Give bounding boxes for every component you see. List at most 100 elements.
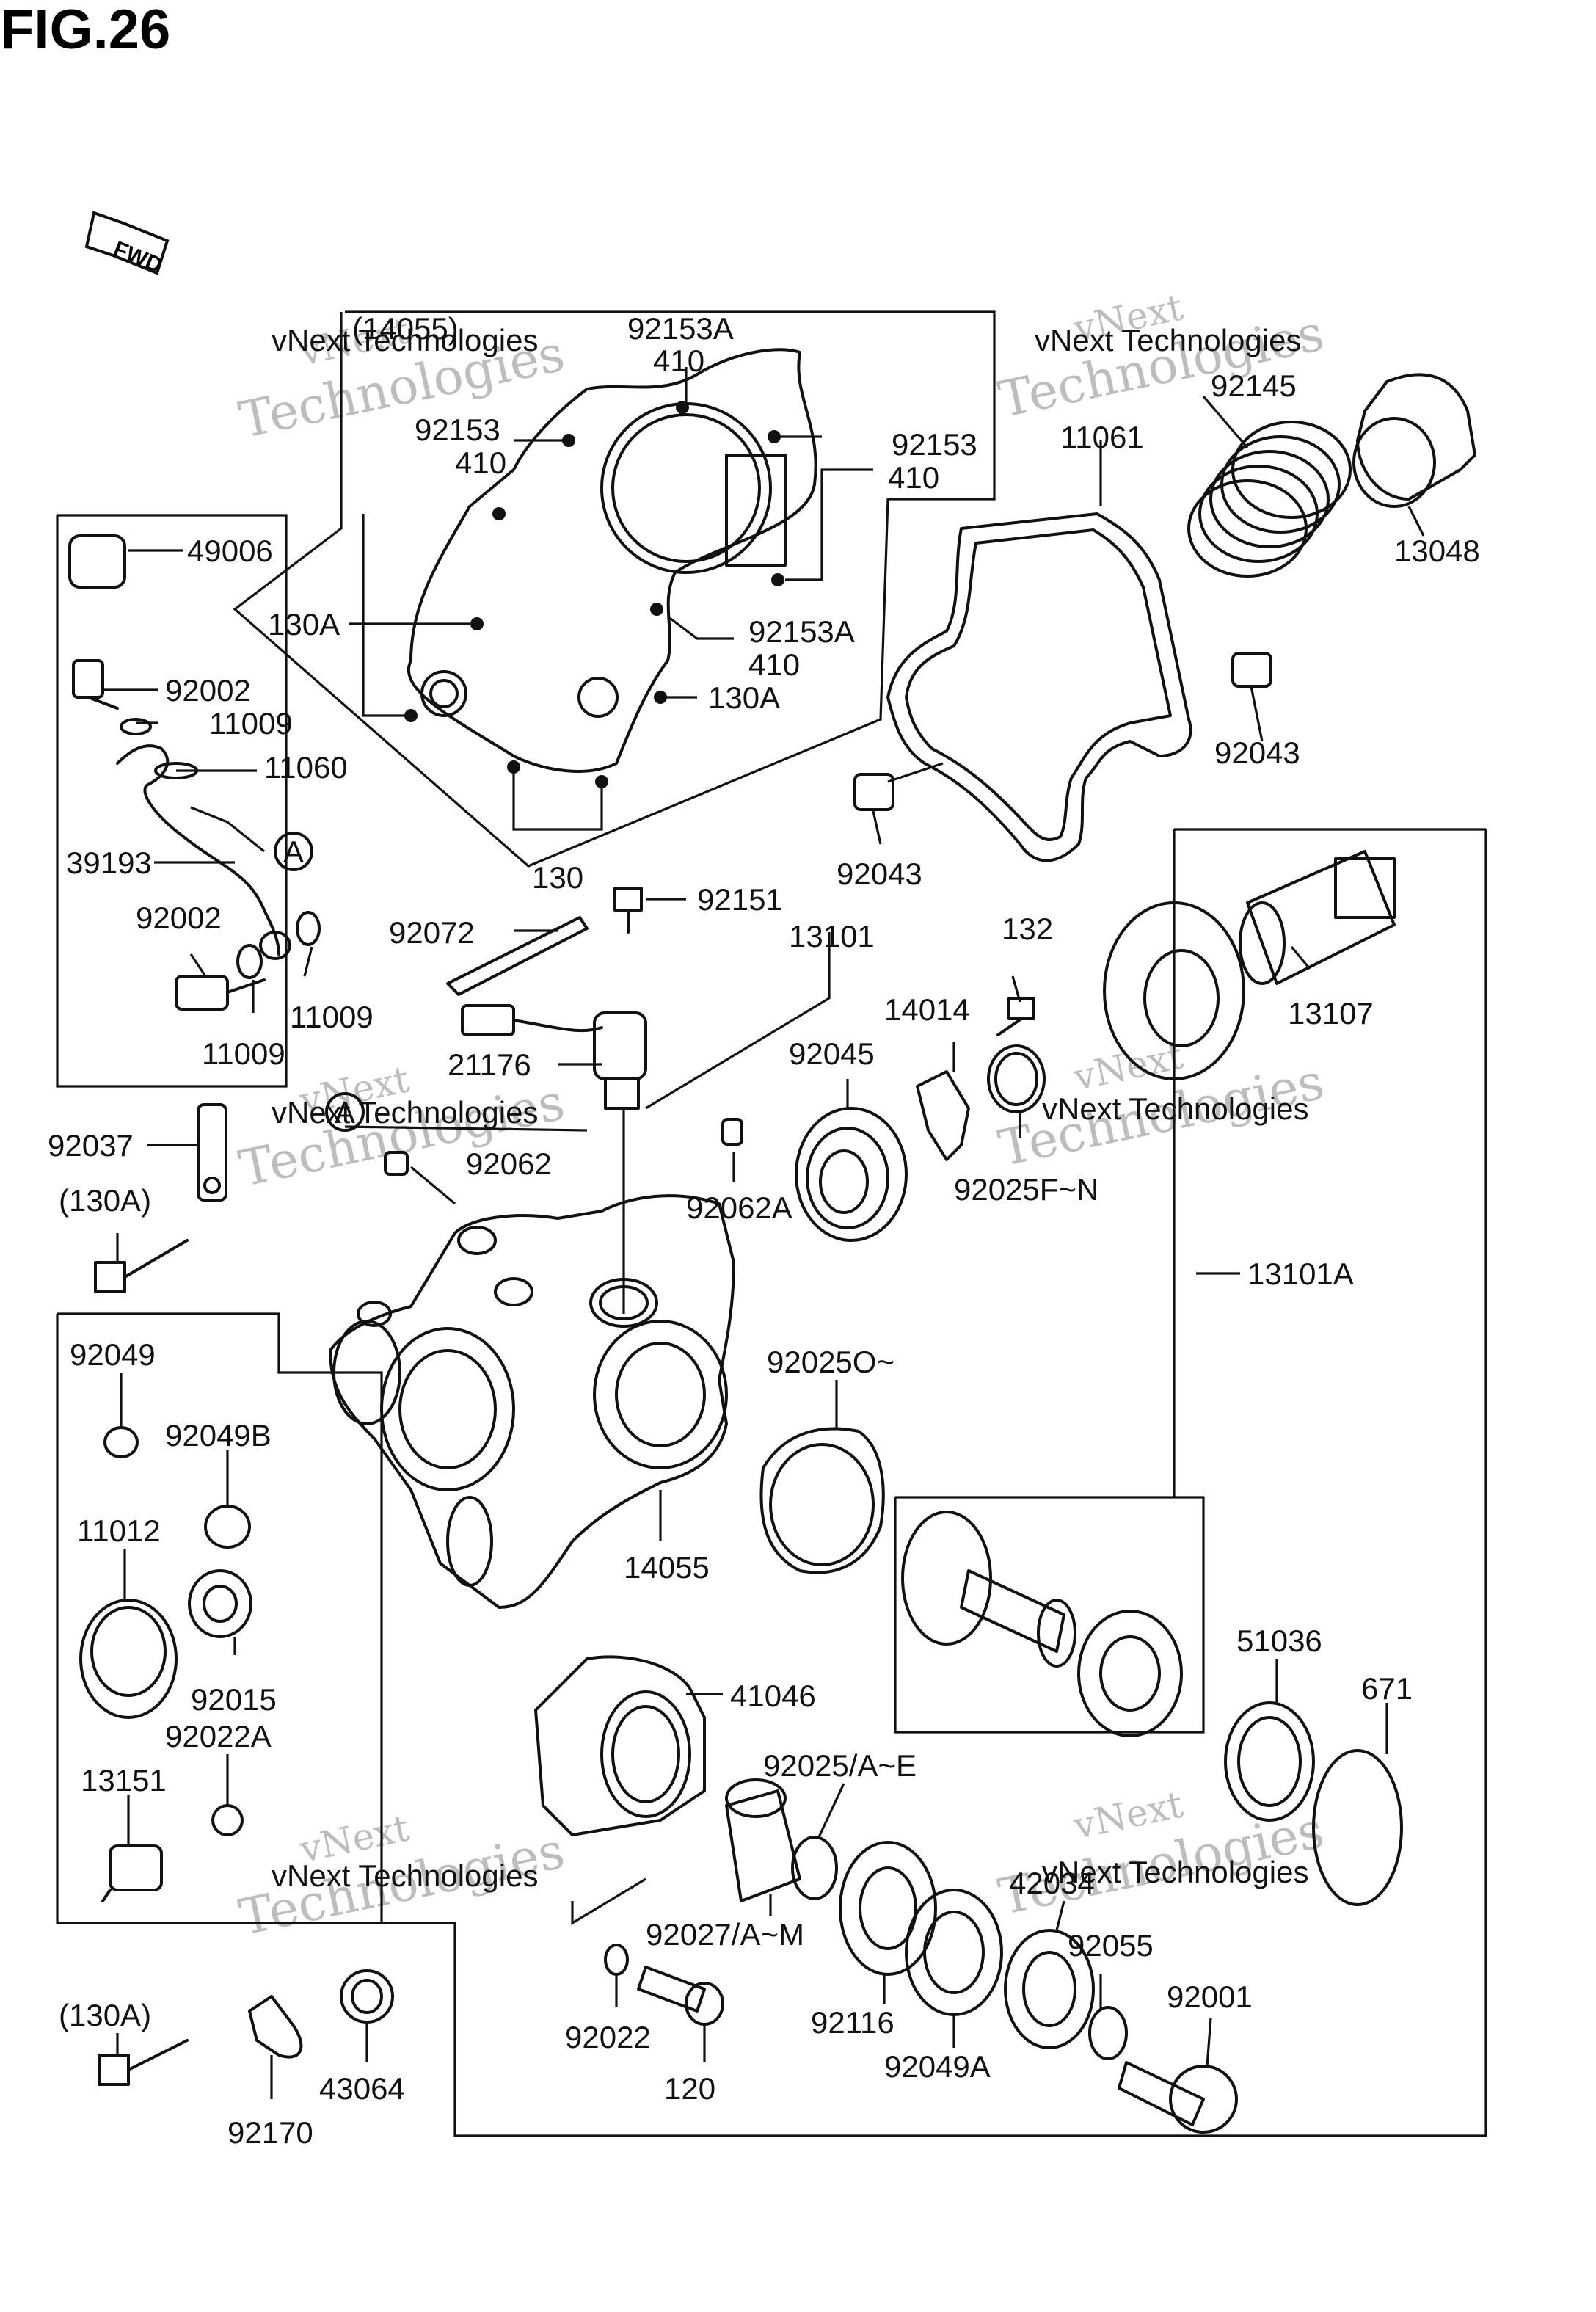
- callout: 92043: [837, 857, 922, 891]
- clamp-92170: [248, 1995, 303, 2059]
- callout: 92049B: [165, 1418, 272, 1453]
- washer-92022a: [211, 1804, 244, 1836]
- callout: 92015: [191, 1682, 277, 1717]
- callout: 42034: [1009, 1866, 1095, 1900]
- cable-tie-92072: [446, 916, 589, 996]
- callout: 410: [455, 446, 506, 480]
- callout: 92153: [415, 412, 500, 447]
- pinion-assembly-13101a: [901, 1511, 1183, 1737]
- callout: 43064: [319, 2071, 405, 2106]
- callout: 92037: [48, 1128, 134, 1163]
- callout: 92153A: [748, 614, 855, 649]
- callout: 21176: [448, 1047, 531, 1082]
- callout: 130A: [708, 680, 780, 715]
- callout: 49006: [187, 534, 273, 568]
- fwd-arrow-icon: FWD: [84, 211, 170, 278]
- oil-seal-51036: [1224, 1701, 1315, 1822]
- svg-text:A: A: [335, 1095, 355, 1130]
- callout: 11012: [77, 1513, 161, 1548]
- switch-13151: [101, 1844, 163, 1902]
- ref-mark-a2: A: [325, 1092, 365, 1132]
- sensor-21176: [461, 1004, 647, 1110]
- callout: 14055: [624, 1550, 710, 1585]
- callout: 92049A: [884, 2049, 991, 2084]
- callout: 92145: [1211, 368, 1297, 403]
- callout: 92170: [227, 2115, 313, 2150]
- callout: 92025O~: [767, 1345, 894, 1379]
- callout-labels: (14055) 92153A 410 92153 410 92153 410 1…: [48, 311, 1480, 2150]
- plug-92062: [384, 1151, 409, 1176]
- callout: 92022: [565, 2020, 651, 2054]
- oil-pipe-assembly: [68, 534, 321, 1011]
- watermark-text: vNext Technologies: [272, 1095, 538, 1130]
- callout: 92116: [811, 2005, 894, 2040]
- ref-mark-a1: A: [274, 832, 313, 871]
- shaft-13107: [1239, 850, 1396, 985]
- cap-43064: [340, 1969, 394, 2024]
- cam-13048: [1352, 373, 1476, 508]
- callout: 92027/A~M: [646, 1917, 804, 1952]
- callout: 92043: [1214, 735, 1300, 770]
- coupling-42034: [1004, 1929, 1095, 2049]
- callout: 14014: [884, 992, 970, 1027]
- bearing-92116: [839, 1841, 937, 1976]
- cover-plate: [404, 348, 817, 788]
- callout: (130A): [59, 1183, 151, 1218]
- callout: 92025F~N: [954, 1172, 1098, 1207]
- callout: 92153: [892, 427, 977, 462]
- callout: 410: [888, 460, 939, 495]
- callout: 120: [664, 2071, 715, 2106]
- shim-92025f: [987, 1044, 1046, 1113]
- housing-41046: [534, 1655, 706, 1836]
- bolt-130a: [94, 1239, 189, 1293]
- callout: 13101: [789, 919, 875, 953]
- final-gear-housing-14055: [329, 1194, 735, 1609]
- callout: 92002: [165, 673, 251, 708]
- callout: 92062A: [686, 1190, 792, 1225]
- callout: (14055): [352, 311, 459, 346]
- watermark-text: vNext Technologies: [1035, 323, 1301, 357]
- callout: 130: [532, 860, 583, 895]
- group-brackets: [56, 310, 1487, 2137]
- callout: 92045: [789, 1036, 875, 1071]
- svg-text:A: A: [283, 835, 304, 869]
- callout: 92072: [389, 915, 475, 950]
- bolt-92001: [1118, 2061, 1238, 2134]
- spring-92145: [1187, 421, 1352, 578]
- sleeve-92027: [725, 1778, 801, 1902]
- callout: 41046: [730, 1679, 816, 1713]
- washer-92049: [103, 1426, 139, 1458]
- callout: 11009: [209, 706, 293, 741]
- shim-92025ae: [791, 1836, 838, 1900]
- callout: 92002: [136, 901, 222, 935]
- callout: 11009: [202, 1036, 285, 1071]
- washer-92022: [604, 1944, 629, 1976]
- gasket-11061: [886, 512, 1192, 862]
- callout: 410: [653, 343, 704, 378]
- callout: 39193: [66, 846, 152, 880]
- plate-14014: [916, 1070, 970, 1161]
- o-ring-671: [1312, 1749, 1403, 1906]
- callout: 92025/A~E: [763, 1748, 917, 1783]
- nut-92015: [188, 1569, 252, 1638]
- washer-92049b: [204, 1505, 251, 1549]
- watermark-text: vNext Technologies: [1042, 1855, 1308, 1889]
- bolt-120: [637, 1966, 724, 2026]
- gasket-92025o: [759, 1427, 885, 1574]
- callout: 11009: [290, 1000, 374, 1034]
- watermark-top-left: vNext Technologies: [234, 309, 569, 450]
- cap-11012: [79, 1599, 178, 1719]
- watermark-bot-right: vNext Technologies: [994, 1783, 1329, 1927]
- watermark-text: vNext Technologies: [272, 1858, 538, 1893]
- figure-title: FIG.26: [0, 0, 170, 61]
- bolt-132: [996, 997, 1035, 1036]
- callout: 92153A: [627, 311, 734, 346]
- bearing-92049a: [905, 1889, 1003, 2016]
- callout: (130A): [59, 1998, 151, 2032]
- callout: 92022A: [165, 1719, 272, 1753]
- stay-92037: [197, 1103, 227, 1202]
- watermark-text: vNext Technologies: [1042, 1091, 1308, 1126]
- callout: 51036: [1236, 1624, 1322, 1658]
- callout: 132: [1002, 912, 1053, 946]
